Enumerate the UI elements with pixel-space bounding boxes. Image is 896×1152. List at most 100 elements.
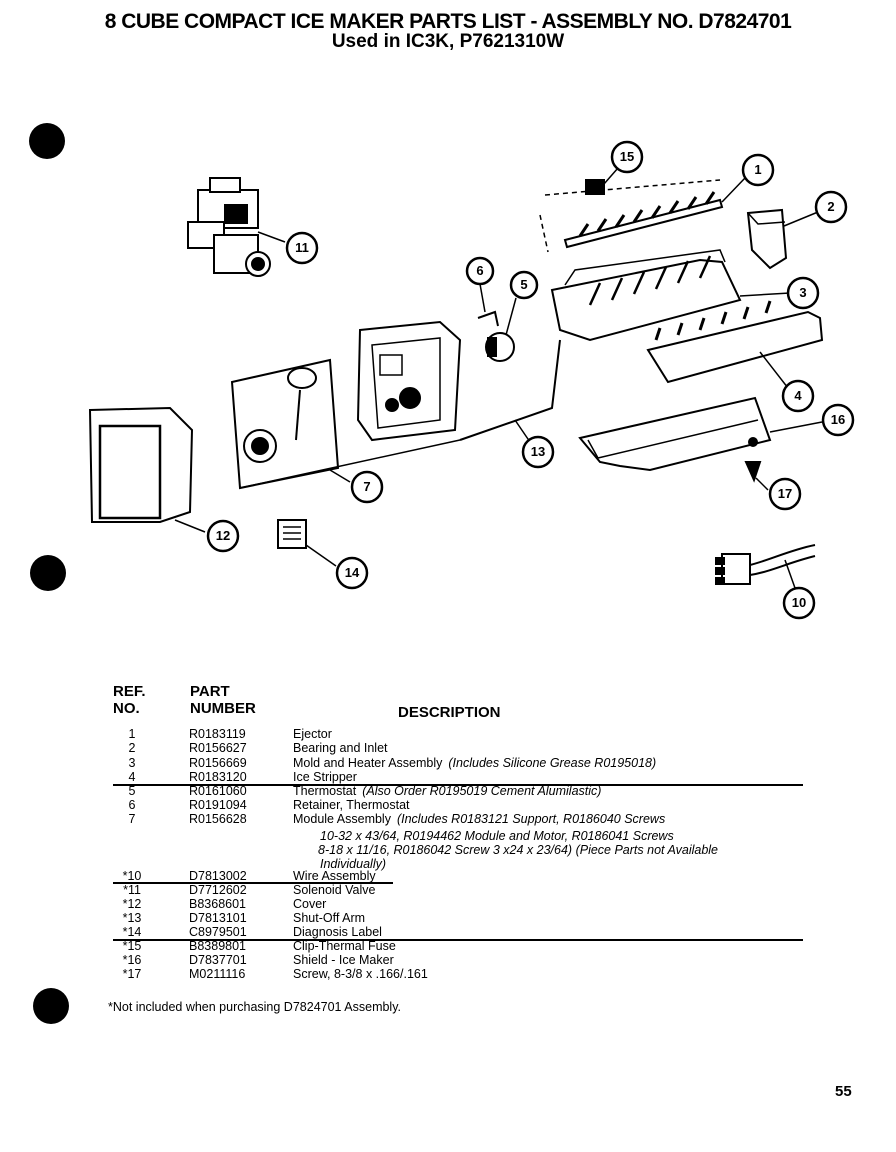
clip-thermal-fuse-drawing: [585, 167, 619, 195]
part-number: R0183119: [189, 727, 246, 741]
col-description: DESCRIPTION: [398, 704, 501, 721]
ref-number: 6: [128, 798, 136, 812]
callout-label: 16: [830, 412, 846, 427]
description-text: Shield - Ice Maker: [293, 953, 394, 967]
description-text: Solenoid Valve: [293, 883, 376, 897]
mold-heater-drawing: [550, 249, 791, 342]
part-number: R0156627: [189, 741, 247, 755]
callout-label: 2: [827, 199, 835, 214]
part-number: D7813002: [189, 869, 247, 883]
description-text: Module Assembly: [293, 812, 391, 826]
callout-label: 14: [344, 565, 360, 580]
callout-label: 5: [520, 277, 528, 292]
module-plate-drawing: [230, 358, 461, 490]
description-cell: Solenoid Valve: [293, 883, 375, 897]
table-row: 7 R0156628 Module Assembly (Includes R01831…: [0, 812, 896, 826]
binder-hole-top: [29, 123, 65, 159]
exploded-parts-diagram: [88, 140, 855, 620]
ice-stripper-drawing: [646, 300, 824, 389]
description-cell: Retainer, Thermostat: [293, 798, 410, 812]
callout-label: 13: [530, 444, 546, 459]
module-housing-drawing: [356, 320, 462, 442]
description-note: (Includes R0183121 Support, R0186040 Scr…: [396, 812, 666, 826]
description-cell: Ejector: [293, 727, 332, 741]
ref-number: 4: [128, 770, 136, 784]
cover-drawing: [88, 406, 206, 533]
module-note-line4: Individually): [320, 857, 387, 871]
wire-assembly-drawing: [715, 544, 816, 589]
description-cell: Module Assembly (Includes R0183121 Suppor…: [293, 812, 665, 826]
callout-circles: [206, 140, 855, 620]
ref-number: 5: [128, 784, 136, 798]
description-cell: Wire Assembly: [293, 869, 376, 883]
part-number: D7837701: [189, 953, 247, 967]
callout-label: 7: [363, 479, 371, 494]
table-row: *16 D7837701 Shield - Ice Maker: [0, 953, 896, 967]
ref-number: 2: [128, 741, 136, 755]
callout-label: 12: [215, 528, 231, 543]
table-row: *14 C8979501 Diagnosis Label: [0, 925, 896, 939]
callout-label: 4: [794, 388, 802, 403]
description-cell: Ice Stripper: [293, 770, 357, 784]
col-part-line2: NUMBER: [190, 700, 256, 717]
part-number: R0183120: [189, 770, 247, 784]
description-cell: Clip-Thermal Fuse: [293, 939, 396, 953]
table-row: *17 M0211116 Screw, 8-3/8 x .166/.161: [0, 967, 896, 981]
description-text: Shut-Off Arm: [293, 911, 366, 925]
table-row: 4 R0183120 Ice Stripper: [0, 770, 896, 784]
description-text: Wire Assembly: [293, 869, 376, 883]
part-number: R0156628: [189, 812, 247, 826]
ref-number: *16: [122, 953, 142, 967]
ref-number: 7: [128, 812, 136, 826]
table-row: 2 R0156627 Bearing and Inlet: [0, 741, 896, 755]
description-note: (Includes Silicone Grease R0195018): [448, 756, 657, 770]
part-number: B8368601: [189, 897, 247, 911]
ref-number: *11: [123, 883, 141, 897]
part-number: R0161060: [189, 784, 247, 798]
callout-label: 15: [619, 149, 635, 164]
part-number: C8979501: [189, 925, 247, 939]
col-part-line1: PART: [190, 683, 230, 700]
ref-number: 1: [128, 727, 136, 741]
footnote: *Not included when purchasing D7824701 A…: [108, 1000, 402, 1014]
table-row: 5 R0161060 Thermostat(Also Order R0195019 …: [0, 784, 896, 798]
description-text: Clip-Thermal Fuse: [293, 939, 396, 953]
binder-hole-bottom: [33, 988, 69, 1024]
description-text: Retainer, Thermostat: [293, 798, 410, 812]
ref-number: *13: [122, 911, 142, 925]
callout-label: 6: [476, 263, 484, 278]
description-cell: Diagnosis Label: [293, 925, 382, 939]
part-number: D7813101: [189, 911, 247, 925]
description-cell: Thermostat(Also Order R0195019 Cement Al…: [293, 784, 601, 798]
description-text: Screw, 8-3/8 x .166/.161: [293, 967, 428, 981]
description-text: Cover: [293, 897, 327, 911]
divider-rule-1: [113, 784, 803, 786]
callout-label: 1: [754, 162, 762, 177]
description-text: Bearing and Inlet: [293, 741, 388, 755]
bearing-inlet-drawing: [746, 208, 819, 270]
page-subtitle: Used in IC3K, P7621310W: [331, 31, 565, 52]
part-number: B8389801: [189, 939, 247, 953]
module-note-line2: 10-32 x 43/64, R0194462 Module and Motor…: [320, 829, 674, 843]
description-text: Ice Stripper: [293, 770, 357, 784]
ref-number: *14: [122, 925, 142, 939]
part-number: M0211116: [189, 967, 246, 981]
binder-hole-middle: [30, 555, 66, 591]
thermostat-drawing: [477, 283, 517, 362]
description-cell: Shield - Ice Maker: [293, 953, 394, 967]
col-ref-line2: NO.: [113, 700, 140, 717]
ref-number: 3: [128, 756, 136, 770]
solenoid-valve-drawing: [187, 177, 286, 277]
shield-drawing: [578, 396, 823, 491]
page-title: 8 CUBE COMPACT ICE MAKER PARTS LIST - AS…: [104, 10, 792, 33]
shutoff-arm-drawing: [459, 339, 561, 443]
ref-number: *12: [122, 897, 142, 911]
callout-label: 10: [791, 595, 807, 610]
ref-number: *17: [122, 967, 142, 981]
part-number: R0156669: [189, 756, 247, 770]
diagnosis-label-drawing: [277, 519, 337, 567]
